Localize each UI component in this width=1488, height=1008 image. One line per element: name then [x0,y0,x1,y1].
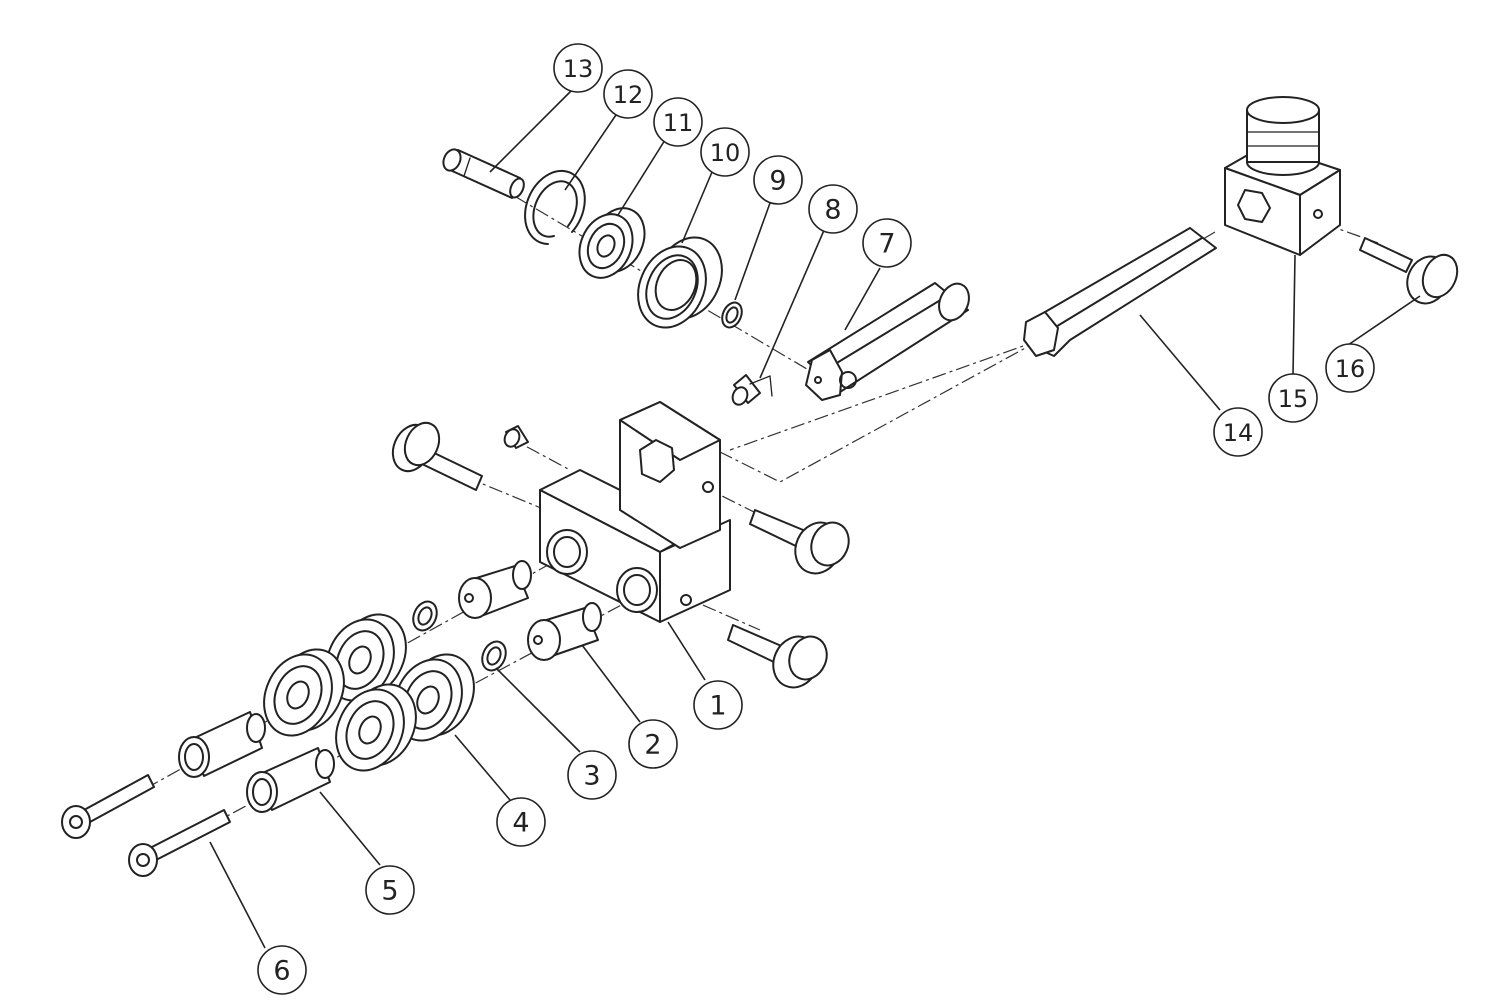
callout-4-label: 4 [512,808,529,839]
callout-16: 16 [1325,343,1375,393]
part-13-pin [442,148,525,199]
part-7-arm [805,282,970,401]
callout-14: 14 [1213,407,1263,457]
callout-11: 11 [653,97,703,147]
part-4-bearing-d [335,683,417,772]
callout-1-label: 1 [709,691,726,722]
knob-screw-left [391,421,483,491]
callout-7-label: 7 [878,229,895,260]
callout-15-label: 15 [1278,385,1309,413]
callout-5: 5 [365,865,415,915]
part-8-set-screw [731,374,773,406]
callout-14-label: 14 [1223,419,1254,447]
callout-11-label: 11 [663,109,694,137]
knob-screw-right-lower [727,624,828,689]
part-1-bracket [539,401,731,623]
leader-lines [209,89,1421,949]
part-6-screw-upper [61,774,155,839]
callout-6: 6 [257,945,307,995]
part-5-spacer-upper [178,711,266,778]
callout-2-label: 2 [644,730,661,761]
part-3-washer-upper [412,600,438,632]
part-3-washer-lower [481,640,507,672]
callout-9-label: 9 [769,166,786,197]
callout-9: 9 [753,155,803,205]
callout-12-label: 12 [613,81,644,109]
callout-3: 3 [567,750,617,800]
part-4-bearing-b [263,648,345,737]
part-6-screw-lower [128,809,231,877]
callout-1: 1 [693,680,743,730]
callout-8: 8 [808,184,858,234]
callout-7: 7 [862,218,912,268]
part-2-stud-upper [458,560,532,619]
callout-4: 4 [496,797,546,847]
part-11-bearing [578,207,646,279]
part-15-clamp-block [1224,96,1341,256]
callout-2: 2 [628,719,678,769]
callout-6-label: 6 [273,956,290,987]
part-9-circlip [721,301,743,329]
callout-3-label: 3 [583,761,600,792]
callout-8-label: 8 [824,195,841,226]
part-16-knob-screw [1359,237,1459,305]
part-12-circlip [524,169,586,245]
part-14-hex-bar [1023,227,1217,357]
part-2-stud-lower [527,602,602,661]
callout-5-label: 5 [381,876,398,907]
callout-13: 13 [553,43,603,93]
callout-10: 10 [700,127,750,177]
part-5-spacer-lower [246,747,335,813]
callout-10-label: 10 [710,139,741,167]
callout-12: 12 [603,69,653,119]
knob-screw-right-upper [749,509,850,575]
callout-13-label: 13 [563,55,594,83]
part-10-pulley [637,236,723,329]
dowel-pin [503,425,529,449]
callout-16-label: 16 [1335,355,1366,383]
callout-15: 15 [1268,373,1318,423]
part-4-bearing-a [325,613,407,702]
